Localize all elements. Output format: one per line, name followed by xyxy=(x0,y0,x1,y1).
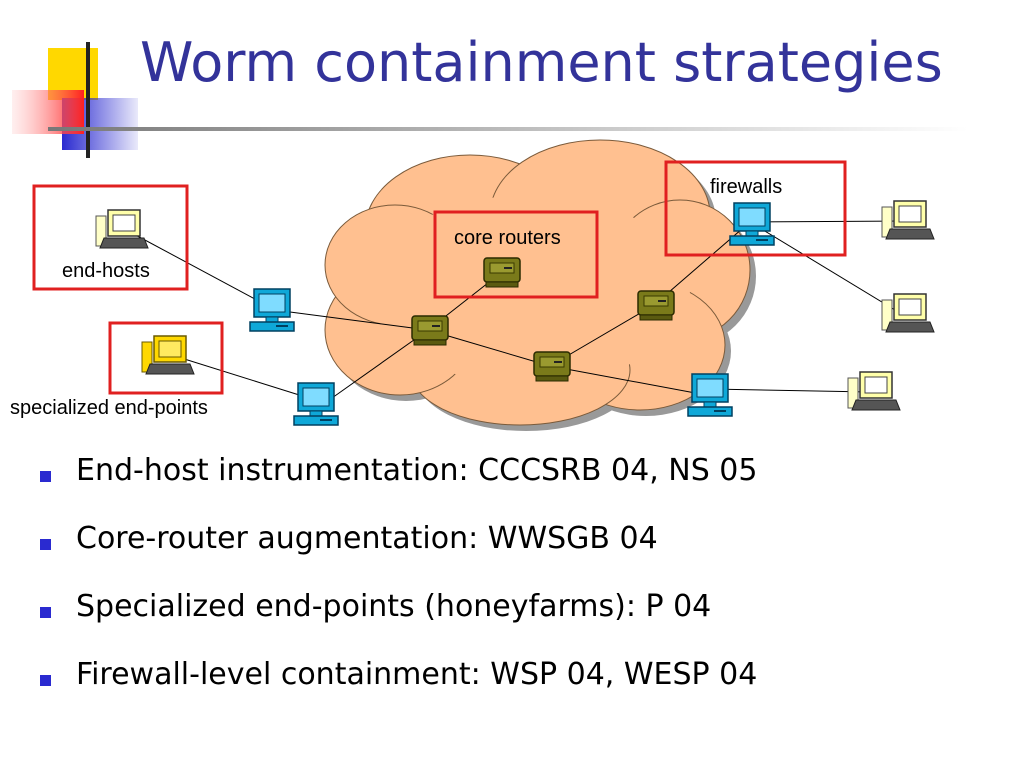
core-router-icon xyxy=(483,257,521,288)
firewalls-label: firewalls xyxy=(710,176,782,198)
bullet-list: End-host instrumentation: CCCSRB 04, NS … xyxy=(36,456,757,728)
end-hosts-highlight-box xyxy=(32,184,189,291)
external-host-icon xyxy=(847,371,901,411)
external-host-icon xyxy=(881,293,935,333)
list-item-text: Specialized end-points (honeyfarms): P 0… xyxy=(76,589,712,624)
list-item: Firewall-level containment: WSP 04, WESP… xyxy=(36,660,757,728)
square-bullet-icon xyxy=(40,539,51,550)
list-item-text: Core-router augmentation: WWSGB 04 xyxy=(76,521,658,556)
internal-host-icon xyxy=(293,382,339,426)
list-item-text: Firewall-level containment: WSP 04, WESP… xyxy=(76,657,758,692)
title-decoration xyxy=(12,42,968,158)
deco-red-square xyxy=(12,90,84,134)
list-item: End-host instrumentation: CCCSRB 04, NS … xyxy=(36,456,757,524)
firewall-host-icon xyxy=(729,202,775,246)
square-bullet-icon xyxy=(40,675,51,686)
slide-title: Worm containment strategies xyxy=(140,31,943,94)
cloud-interior xyxy=(370,195,690,385)
list-item: Core-router augmentation: WWSGB 04 xyxy=(36,524,757,592)
internal-host-icon xyxy=(249,288,295,332)
list-item-text: End-host instrumentation: CCCSRB 04, NS … xyxy=(76,453,758,488)
end-hosts-label: end-hosts xyxy=(62,260,150,282)
end-host-icon xyxy=(95,209,149,249)
specialized-end-points-label: specialized end-points xyxy=(10,397,208,419)
network-diagram: end-hosts specialized end-points core ro… xyxy=(10,139,935,431)
core-routers-highlight-box xyxy=(433,210,599,299)
specialized-end-points-highlight-box xyxy=(108,321,224,395)
square-bullet-icon xyxy=(40,471,51,482)
core-router-icon xyxy=(533,351,571,382)
internal-host-icon xyxy=(687,373,733,417)
honeyfarm-host-icon xyxy=(141,335,195,375)
firewalls-highlight-box xyxy=(664,160,847,257)
title-underline xyxy=(48,127,968,131)
core-router-icon xyxy=(411,315,449,346)
core-routers-label: core routers xyxy=(454,227,561,249)
deco-vertical-rule xyxy=(86,42,90,158)
square-bullet-icon xyxy=(40,607,51,618)
core-router-icon xyxy=(637,290,675,321)
external-host-icon xyxy=(881,200,935,240)
list-item: Specialized end-points (honeyfarms): P 0… xyxy=(36,592,757,660)
